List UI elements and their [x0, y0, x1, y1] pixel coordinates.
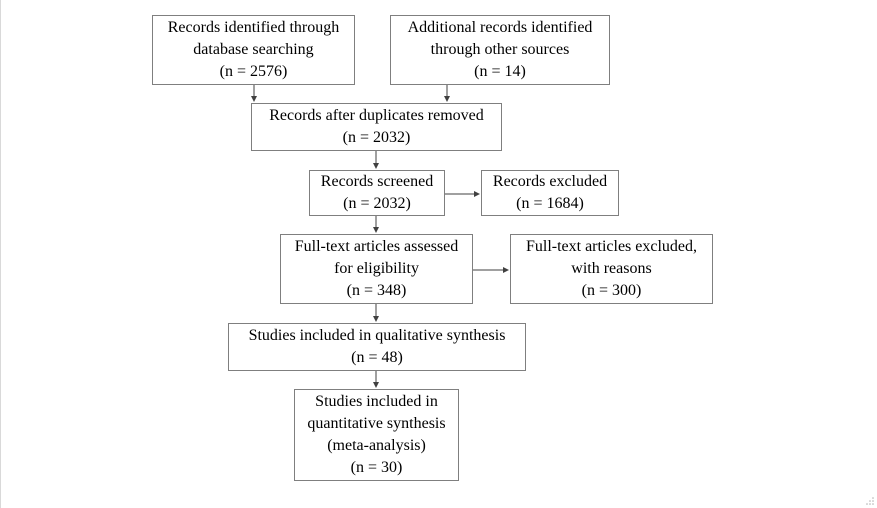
box-count: (n = 2576) — [219, 63, 288, 80]
box-line: Full-text articles excluded, — [525, 238, 698, 255]
resize-grip-icon[interactable] — [865, 496, 875, 506]
box-line: Full-text articles assessed — [294, 238, 459, 255]
box-count: (n = 1684) — [516, 195, 584, 212]
box-count: (n = 2032) — [342, 129, 411, 146]
left-border — [0, 0, 1, 508]
box-line: for eligibility — [334, 260, 419, 277]
box-line: (meta-analysis) — [327, 437, 426, 454]
box-count: (n = 348) — [346, 282, 407, 299]
fulltext-excluded-box: Full-text articles excluded, with reason… — [510, 234, 713, 304]
records-identified-other-box: Additional records identified through ot… — [390, 15, 610, 85]
qualitative-synthesis-box: Studies included in qualitative synthesi… — [228, 323, 526, 371]
box-line: Studies included in — [315, 393, 438, 410]
box-line: Records excluded — [492, 173, 608, 190]
box-count: (n = 48) — [351, 349, 403, 366]
box-line: Records after duplicates removed — [269, 107, 484, 124]
box-line: Additional records identified — [407, 19, 593, 36]
quantitative-synthesis-box: Studies included in quantitative synthes… — [294, 389, 459, 481]
records-identified-database-box: Records identified through database sear… — [152, 15, 355, 85]
box-line: Records identified through — [167, 19, 340, 36]
records-screened-box: Records screened (n = 2032) — [309, 170, 445, 216]
box-line: database searching — [193, 41, 314, 58]
box-count: (n = 300) — [581, 282, 642, 299]
records-excluded-box: Records excluded (n = 1684) — [481, 170, 619, 216]
box-line: quantitative synthesis — [307, 415, 446, 432]
box-count: (n = 2032) — [343, 195, 411, 212]
box-count: (n = 30) — [350, 459, 403, 476]
box-line: Records screened — [320, 173, 434, 190]
box-count: (n = 14) — [474, 63, 526, 80]
box-line: Studies included in qualitative synthesi… — [248, 327, 506, 344]
box-line: with reasons — [571, 260, 652, 277]
box-line: through other sources — [430, 41, 570, 58]
fulltext-assessed-box: Full-text articles assessed for eligibil… — [280, 234, 473, 304]
records-after-duplicates-box: Records after duplicates removed (n = 20… — [251, 103, 502, 151]
